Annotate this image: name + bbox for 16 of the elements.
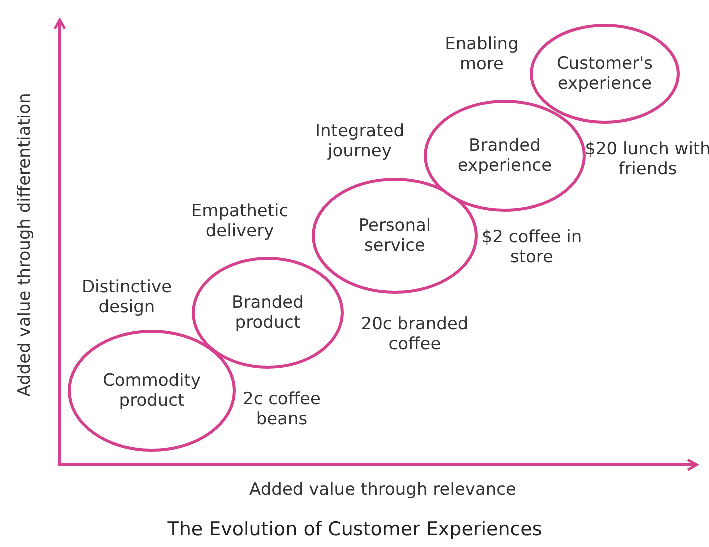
stage-ellipse: Personal service — [312, 178, 478, 294]
axis-title: Added value through differentiation — [14, 93, 36, 397]
example-label: $2 coffee in store — [480, 228, 584, 268]
stage-ellipse: Branded product — [192, 257, 344, 369]
stage-ellipse: Customer's experience — [530, 24, 680, 124]
example-label: $20 lunch with friends — [584, 140, 709, 180]
transition-label: Distinctive design — [80, 278, 174, 318]
transition-label: Integrated journey — [314, 122, 406, 162]
transition-label: Enabling more — [444, 34, 520, 76]
transition-label: Empathetic delivery — [190, 202, 290, 242]
caption: The Evolution of Customer Experiences — [168, 518, 542, 542]
axis-title: Added value through relevance — [250, 480, 516, 500]
stage-ellipse: Branded experience — [424, 100, 586, 212]
stage-ellipse: Commodity product — [68, 330, 236, 452]
example-label: 2c coffee beans — [242, 390, 322, 430]
example-label: 20c branded coffee — [360, 314, 470, 356]
